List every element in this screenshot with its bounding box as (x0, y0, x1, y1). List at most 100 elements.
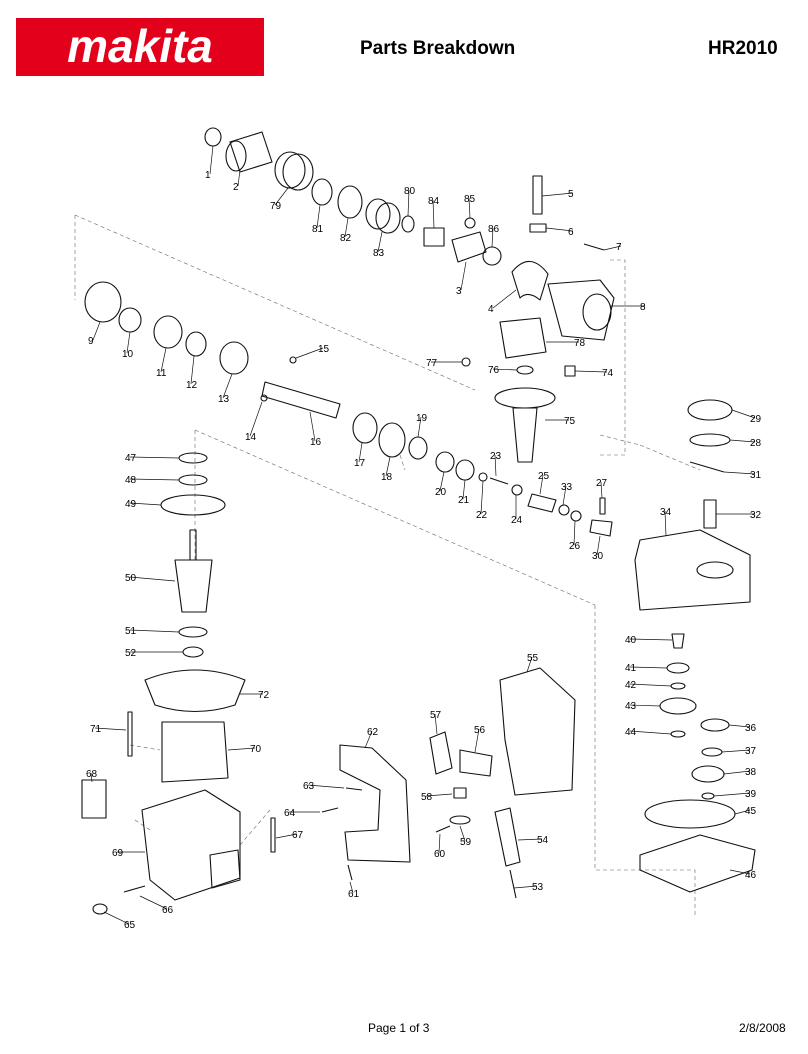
part-label-49: 49 (125, 499, 137, 510)
part-shape-53 (509, 869, 517, 899)
part-label-44: 44 (625, 727, 637, 738)
part-shape-5 (532, 175, 543, 215)
part-label-4: 4 (488, 304, 494, 315)
part-label-47: 47 (125, 453, 137, 464)
part-label-79: 79 (270, 201, 282, 212)
part-shape-43 (659, 697, 697, 715)
guide-line-1 (74, 214, 476, 391)
part-label-7: 7 (616, 242, 622, 253)
leader-line-46 (729, 869, 751, 875)
part-shape-21 (455, 459, 475, 481)
leader-line-55 (526, 656, 533, 673)
logo-background (16, 18, 264, 76)
part-label-3: 3 (456, 286, 462, 297)
leader-line-20 (439, 471, 445, 492)
leader-line-21 (462, 479, 466, 500)
part-shape-17 (352, 412, 378, 444)
leader-line-49 (129, 502, 162, 506)
leader-line-4 (492, 289, 517, 309)
part-shape-46 (639, 834, 756, 893)
document-date: 2/8/2008 (739, 1021, 786, 1035)
part-shape-71 (127, 711, 133, 757)
part-shape-25 (527, 493, 557, 513)
part-label-71: 71 (90, 724, 102, 735)
part-label-20: 20 (435, 487, 447, 498)
part-shape-31 (689, 461, 725, 473)
part-shape-60 (435, 825, 451, 833)
part-label-1: 1 (205, 170, 211, 181)
leader-line-37 (721, 749, 751, 753)
part-shape-79b (282, 153, 314, 191)
part-label-22: 22 (476, 510, 488, 521)
part-shape-86 (482, 246, 502, 266)
leader-line-23 (494, 454, 497, 477)
leader-line-45 (734, 809, 751, 815)
leader-line-29 (731, 409, 756, 419)
leader-line-85 (468, 197, 471, 219)
part-shape-24 (511, 484, 523, 496)
part-shape-52 (182, 646, 204, 658)
part-shape-63 (345, 787, 363, 791)
leader-line-68 (90, 772, 93, 783)
part-shape-51 (178, 626, 208, 638)
part-shape-85 (464, 217, 476, 229)
part-label-14: 14 (245, 432, 257, 443)
part-shape-47 (178, 452, 208, 464)
leader-line-39 (713, 792, 751, 797)
page-indicator: Page 1 of 3 (368, 1021, 430, 1035)
part-shape-4 (511, 260, 549, 301)
part-label-64: 64 (284, 808, 296, 819)
part-shape-75-collar (494, 387, 556, 409)
leader-lines (90, 145, 756, 925)
part-shape-48 (178, 474, 208, 486)
part-label-70: 70 (250, 744, 262, 755)
leader-line-58 (425, 793, 453, 797)
part-shape-59 (449, 815, 471, 825)
part-shape-10 (118, 307, 142, 333)
part-shape-12 (185, 331, 207, 357)
part-shape-6 (529, 223, 547, 233)
part-label-16: 16 (310, 437, 322, 448)
leader-line-7 (603, 245, 622, 251)
part-label-30: 30 (592, 551, 604, 562)
part-label-85: 85 (464, 194, 476, 205)
part-label-13: 13 (218, 394, 230, 405)
guide-line-8 (129, 744, 161, 751)
part-shape-44 (670, 730, 686, 738)
part-number-labels: 1234567891011121314151617181920212223242… (86, 170, 762, 931)
part-shape-34-bore (696, 561, 734, 579)
part-label-48: 48 (125, 475, 137, 486)
logo-wordmark: makita (67, 20, 213, 72)
part-shape-49 (160, 494, 226, 516)
leader-line-80 (407, 189, 410, 217)
part-label-23: 23 (490, 451, 502, 462)
part-shape-54 (494, 807, 521, 867)
leader-line-30 (596, 535, 601, 556)
leader-line-12 (190, 355, 195, 385)
leader-line-71 (94, 727, 127, 731)
leader-line-16 (309, 411, 316, 442)
leader-line-1 (209, 145, 214, 175)
part-label-65: 65 (124, 920, 136, 931)
part-shape-75-handle (512, 407, 538, 463)
part-label-50: 50 (125, 573, 137, 584)
part-shape-27 (599, 497, 606, 515)
part-shape-56 (459, 749, 493, 777)
part-label-43: 43 (625, 701, 637, 712)
part-label-55: 55 (527, 653, 539, 664)
part-label-59: 59 (460, 837, 472, 848)
part-label-25: 25 (538, 471, 550, 482)
leader-line-47 (129, 456, 180, 459)
part-label-29: 29 (750, 414, 762, 425)
part-shape-45 (644, 799, 736, 829)
part-shape-50-shaft (189, 529, 197, 561)
part-label-66: 66 (162, 905, 174, 916)
guide-line-12 (239, 809, 271, 846)
assembly-guide-lines (74, 214, 701, 915)
part-shape-3 (451, 231, 487, 263)
leader-line-54 (517, 838, 543, 841)
part-label-38: 38 (745, 767, 757, 778)
leader-line-22 (480, 480, 484, 515)
part-label-28: 28 (750, 438, 762, 449)
